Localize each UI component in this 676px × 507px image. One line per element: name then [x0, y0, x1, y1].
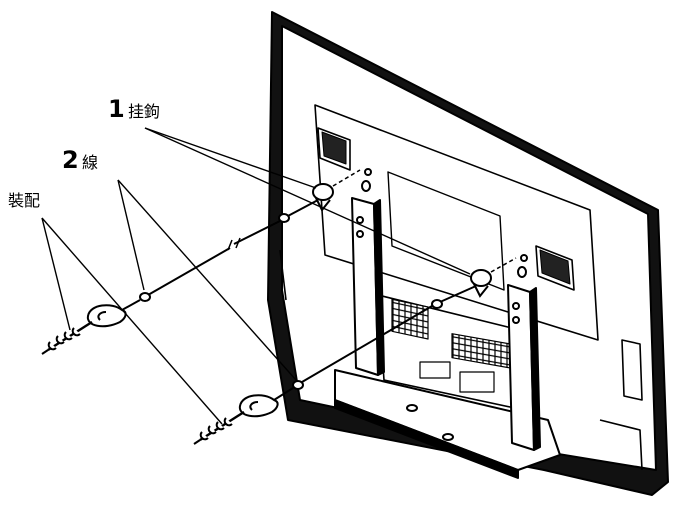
callout-wire-label: 線: [82, 153, 98, 172]
callout-hook: 1 挂鉤: [108, 95, 160, 123]
leader-lines: [41, 127, 471, 425]
callout-mount: 裝配: [8, 191, 40, 210]
callout-hook-number: 1: [108, 95, 125, 123]
callout-hook-label: 挂鉤: [128, 102, 160, 121]
wire-lower: [273, 285, 477, 401]
callout-wire-number: 2: [62, 146, 79, 174]
tv-stand: [334, 197, 561, 479]
wall-anchor-upper: [41, 304, 127, 355]
wire-upper: [121, 199, 319, 311]
wall-anchor-lower: [193, 394, 279, 445]
callout-mount-label: 裝配: [8, 191, 40, 210]
callout-wire: 2 線: [62, 146, 98, 174]
hook-right: [470, 254, 528, 298]
hook-left: [312, 168, 372, 212]
